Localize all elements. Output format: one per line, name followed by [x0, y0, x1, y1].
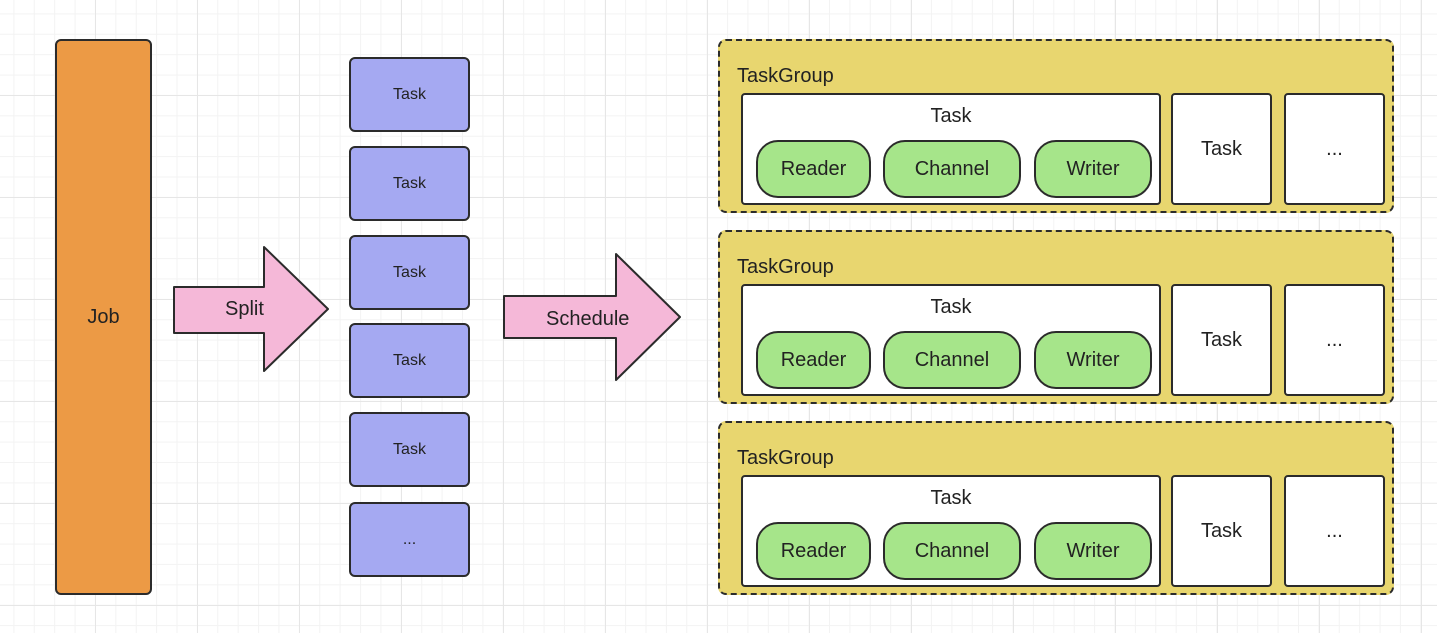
- split-arrow-icon: [173, 246, 329, 372]
- task-label: Task: [393, 440, 426, 458]
- task-box: Task: [349, 235, 470, 310]
- side-task-box: Task: [1171, 284, 1272, 396]
- reader-pill: Reader: [756, 331, 871, 389]
- task-label: Task: [393, 174, 426, 192]
- schedule-arrow-icon: [503, 253, 681, 381]
- task-container: Task Reader Channel Writer: [741, 284, 1161, 396]
- task-more-label: ...: [402, 530, 417, 548]
- task-group: TaskGroup Task Reader Channel Writer Tas…: [718, 421, 1394, 595]
- side-task-box: Task: [1171, 475, 1272, 587]
- job-label: Job: [87, 305, 120, 328]
- task-box: Task: [349, 323, 470, 398]
- task-container: Task Reader Channel Writer: [741, 93, 1161, 205]
- side-task-label: Task: [1200, 519, 1243, 542]
- task-box: Task: [349, 57, 470, 132]
- writer-label: Writer: [1066, 348, 1120, 371]
- task-group-title: TaskGroup: [737, 65, 834, 87]
- task-group-title: TaskGroup: [737, 447, 834, 469]
- writer-label: Writer: [1066, 157, 1120, 180]
- task-container: Task Reader Channel Writer: [741, 475, 1161, 587]
- reader-pill: Reader: [756, 140, 871, 198]
- writer-label: Writer: [1066, 539, 1120, 562]
- writer-pill: Writer: [1034, 140, 1152, 198]
- more-tasks-box: ...: [1284, 284, 1385, 396]
- side-task-box: Task: [1171, 93, 1272, 205]
- channel-pill: Channel: [883, 331, 1021, 389]
- writer-pill: Writer: [1034, 331, 1152, 389]
- reader-label: Reader: [780, 539, 847, 562]
- task-group-title: TaskGroup: [737, 256, 834, 278]
- task-label: Task: [393, 85, 426, 103]
- task-label: Task: [393, 351, 426, 369]
- more-tasks-label: ...: [1326, 519, 1343, 542]
- channel-pill: Channel: [883, 522, 1021, 580]
- writer-pill: Writer: [1034, 522, 1152, 580]
- task-box-more: ...: [349, 502, 470, 577]
- side-task-label: Task: [1200, 137, 1243, 160]
- channel-pill: Channel: [883, 140, 1021, 198]
- reader-label: Reader: [780, 157, 847, 180]
- task-container-label: Task: [930, 105, 972, 127]
- schedule-arrow-label: Schedule: [546, 308, 630, 330]
- more-tasks-box: ...: [1284, 475, 1385, 587]
- task-container-label: Task: [930, 487, 972, 509]
- side-task-label: Task: [1200, 328, 1243, 351]
- more-tasks-label: ...: [1326, 328, 1343, 351]
- reader-pill: Reader: [756, 522, 871, 580]
- task-container-label: Task: [930, 296, 972, 318]
- task-group: TaskGroup Task Reader Channel Writer Tas…: [718, 39, 1394, 213]
- channel-label: Channel: [914, 157, 990, 180]
- task-box: Task: [349, 412, 470, 487]
- job-box: Job: [55, 39, 152, 595]
- reader-label: Reader: [780, 348, 847, 371]
- channel-label: Channel: [914, 539, 990, 562]
- task-box: Task: [349, 146, 470, 221]
- task-group: TaskGroup Task Reader Channel Writer Tas…: [718, 230, 1394, 404]
- task-label: Task: [393, 263, 426, 281]
- more-tasks-box: ...: [1284, 93, 1385, 205]
- split-arrow-label: Split: [225, 298, 264, 320]
- more-tasks-label: ...: [1326, 137, 1343, 160]
- channel-label: Channel: [914, 348, 990, 371]
